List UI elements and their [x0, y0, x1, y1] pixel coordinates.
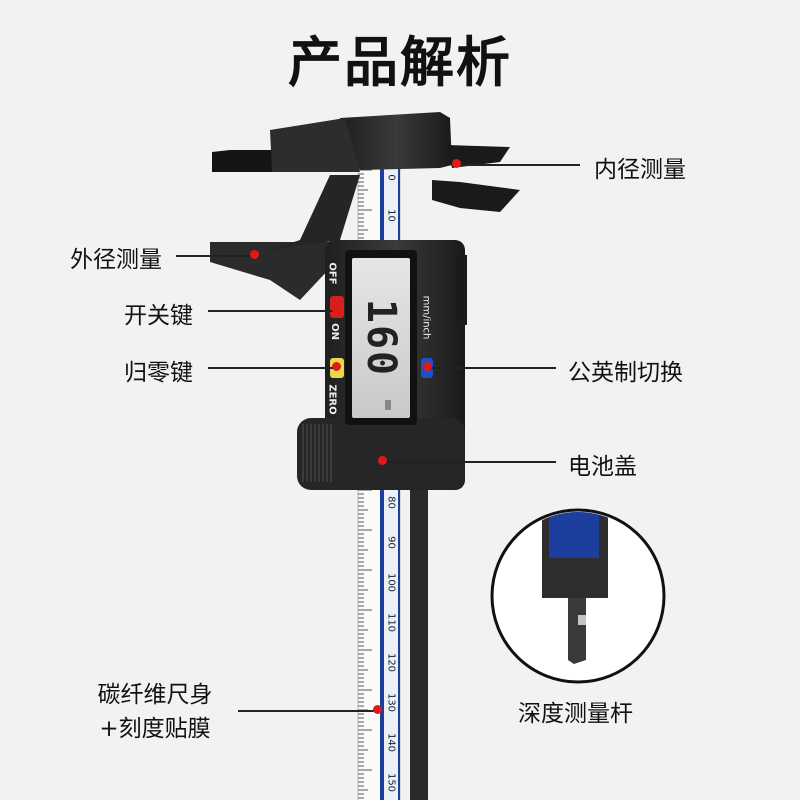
grip-ridge: [310, 424, 312, 482]
leader-outer: [176, 255, 256, 257]
grip-ridge: [326, 424, 328, 482]
marker-body: [373, 705, 382, 714]
off-label: OFF: [326, 262, 338, 285]
lcd-reading: 160: [358, 298, 404, 378]
scale-number: 0: [385, 174, 397, 181]
label-depth-rod: 深度测量杆: [518, 701, 633, 727]
marker-outer: [250, 250, 259, 259]
label-body: 碳纤维尺身 +刻度贴膜: [70, 678, 240, 746]
label-zero-key: 归零键: [124, 360, 193, 386]
page-title: 产品解析: [288, 31, 512, 94]
scale-number: 130: [385, 692, 397, 713]
on-label: ON: [328, 323, 340, 340]
scale-number: 10: [385, 209, 397, 222]
grip-ridge: [318, 424, 320, 482]
grip-ridge: [322, 424, 324, 482]
label-outer-measure: 外径测量: [70, 247, 162, 273]
depth-rod: [410, 480, 428, 800]
zero-label: ZERO: [326, 384, 338, 415]
leader-body: [238, 710, 376, 712]
scale-number: 140: [385, 732, 397, 753]
scale-number: 80: [385, 496, 397, 509]
scale-number: 110: [385, 612, 397, 633]
grip-ridge: [330, 424, 332, 482]
label-body-line2: +刻度贴膜: [99, 716, 211, 742]
depth-rod-detail: [490, 508, 666, 684]
unit-label: mm/inch: [420, 295, 432, 340]
leader-inner: [458, 164, 580, 166]
inner-jaw: [212, 112, 520, 212]
leader-unit: [428, 367, 556, 369]
label-unit-switch: 公英制切换: [568, 360, 683, 386]
grip-ridge: [306, 424, 308, 482]
scale-number: 150: [385, 772, 397, 793]
grip-ridge: [314, 424, 316, 482]
label-body-line1: 碳纤维尺身: [97, 682, 213, 708]
leader-power: [208, 310, 336, 312]
lcd-screen: [352, 258, 410, 418]
leader-zero: [208, 367, 336, 369]
marker-inner: [452, 159, 461, 168]
marker-unit: [423, 362, 432, 371]
marker-zero: [332, 362, 341, 371]
marker-battery: [378, 456, 387, 465]
label-battery-cover: 电池盖: [568, 454, 637, 480]
label-inner-measure: 内径测量: [594, 157, 686, 183]
grip-ridge: [302, 424, 304, 482]
leader-battery: [384, 461, 556, 463]
scale-number: 100: [385, 572, 397, 593]
slider-body: [297, 240, 467, 490]
marker-power: [332, 305, 341, 314]
label-power-key: 开关键: [124, 303, 193, 329]
scale-number: 120: [385, 652, 397, 673]
scale-number: 90: [385, 536, 397, 549]
